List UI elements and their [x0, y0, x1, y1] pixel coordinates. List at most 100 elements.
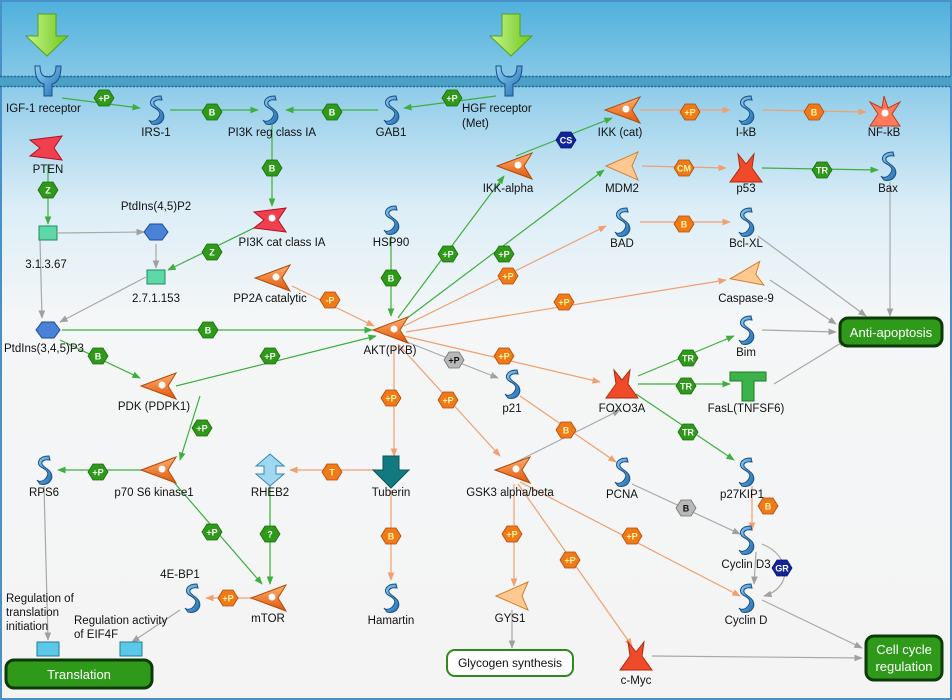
- enzyme-icon[interactable]: [494, 581, 529, 611]
- interaction-badge[interactable]: +P: [679, 103, 701, 121]
- transcription-factor-icon[interactable]: [729, 152, 763, 183]
- interaction-badge[interactable]: T: [321, 463, 343, 481]
- process-box[interactable]: [119, 641, 143, 657]
- outcome-translation[interactable]: Translation: [4, 658, 154, 690]
- enzyme-box[interactable]: [146, 269, 166, 285]
- interaction-badge[interactable]: B: [673, 215, 695, 233]
- interaction-badge[interactable]: B: [261, 159, 283, 177]
- phosphatase-icon[interactable]: [252, 207, 288, 233]
- protein-icon[interactable]: [738, 457, 755, 487]
- kinase-icon[interactable]: [371, 316, 410, 344]
- interaction-badge[interactable]: TR: [811, 161, 833, 179]
- outcome-anti-apoptosis[interactable]: Anti-apoptosis: [838, 316, 944, 348]
- transcription-factor-icon[interactable]: [619, 640, 653, 671]
- kinase-icon[interactable]: [493, 456, 532, 484]
- interaction-badge[interactable]: TR: [675, 377, 697, 395]
- outcome-glycogen-synthesis[interactable]: Glycogen synthesis: [446, 649, 574, 677]
- enzyme-box[interactable]: [38, 225, 58, 241]
- transcription-factor-icon[interactable]: [605, 368, 639, 399]
- interaction-badge[interactable]: +P: [217, 589, 239, 607]
- outcome-cell-cycle-regulation[interactable]: Cell cycle regulation: [864, 634, 944, 682]
- interaction-badge[interactable]: +P: [559, 551, 581, 569]
- interaction-badge[interactable]: B: [555, 421, 577, 439]
- ligand-icon[interactable]: [729, 371, 767, 402]
- protein-icon[interactable]: [738, 95, 755, 125]
- interaction-badge[interactable]: ?: [259, 525, 281, 543]
- rheb2-icon[interactable]: [254, 453, 286, 487]
- kinase-icon[interactable]: [249, 584, 288, 612]
- interaction-badge[interactable]: B: [380, 269, 402, 287]
- interaction-badge[interactable]: +P: [87, 463, 109, 481]
- protein-icon[interactable]: [614, 207, 631, 237]
- svg-text:+P: +P: [385, 394, 396, 404]
- interaction-badge[interactable]: B: [197, 321, 219, 339]
- interaction-badge[interactable]: +P: [437, 245, 459, 263]
- enzyme-icon[interactable]: [728, 260, 766, 290]
- compound-icon[interactable]: [143, 223, 169, 241]
- svg-text:Anti-apoptosis: Anti-apoptosis: [850, 325, 933, 340]
- interaction-badge[interactable]: TR: [677, 349, 699, 367]
- protein-icon[interactable]: [738, 207, 755, 237]
- interaction-badge[interactable]: Z: [201, 243, 223, 261]
- label-hsp90: HSP90: [373, 237, 409, 249]
- interaction-badge[interactable]: +P: [201, 523, 223, 541]
- protein-icon[interactable]: [614, 457, 631, 487]
- interaction-badge[interactable]: CS: [555, 131, 577, 149]
- kinase-icon[interactable]: [603, 96, 642, 124]
- interaction-badge[interactable]: +P: [437, 391, 459, 409]
- kinase-icon[interactable]: [253, 264, 292, 292]
- protein-icon[interactable]: [383, 583, 400, 613]
- interaction-badge[interactable]: +P: [93, 89, 115, 107]
- label-reg-eif4f-2: of EIF4F: [74, 629, 118, 641]
- kinase-icon[interactable]: [139, 456, 178, 484]
- interaction-badge[interactable]: Z: [37, 181, 59, 199]
- protein-icon[interactable]: [383, 205, 400, 235]
- interaction-badge[interactable]: -P: [319, 291, 341, 309]
- interaction-badge[interactable]: +P: [191, 419, 213, 437]
- protein-icon[interactable]: [262, 95, 279, 125]
- interaction-badge[interactable]: B: [87, 347, 109, 365]
- interaction-badge[interactable]: +P: [553, 293, 575, 311]
- interaction-badge[interactable]: CM: [673, 159, 695, 177]
- interaction-badge[interactable]: +P: [493, 245, 515, 263]
- interaction-badge[interactable]: B: [675, 499, 697, 517]
- protein-icon[interactable]: [738, 525, 755, 555]
- interaction-badge[interactable]: +P: [621, 527, 643, 545]
- interaction-badge[interactable]: +P: [259, 347, 281, 365]
- protein-icon[interactable]: [148, 95, 165, 125]
- phosphatase-icon[interactable]: [28, 135, 64, 161]
- svg-text:B: B: [388, 274, 395, 284]
- kinase-icon[interactable]: [495, 152, 534, 180]
- protein-icon[interactable]: [504, 369, 521, 399]
- tuberin-icon[interactable]: [371, 455, 411, 489]
- protein-icon[interactable]: [738, 315, 755, 345]
- protein-icon[interactable]: [184, 583, 201, 613]
- interaction-badge[interactable]: B: [201, 103, 223, 121]
- interaction-badge[interactable]: +P: [493, 347, 515, 365]
- process-box[interactable]: [36, 641, 60, 657]
- protein-icon[interactable]: [738, 583, 755, 613]
- interaction-badge[interactable]: +P: [380, 389, 402, 407]
- receptor-icon[interactable]: [34, 65, 62, 97]
- enzyme-icon[interactable]: [604, 151, 639, 181]
- interaction-badge[interactable]: B: [757, 497, 779, 515]
- interaction-badge[interactable]: B: [380, 527, 402, 545]
- kinase-icon[interactable]: [139, 372, 178, 400]
- svg-text:+P: +P: [498, 250, 509, 260]
- label-pp2a: PP2A catalytic: [233, 293, 307, 305]
- interaction-badge[interactable]: +P: [497, 267, 519, 285]
- interaction-badge[interactable]: TR: [677, 423, 699, 441]
- receptor-icon[interactable]: [495, 65, 523, 97]
- interaction-badge[interactable]: B: [321, 103, 343, 121]
- interaction-badge[interactable]: +P: [441, 89, 463, 107]
- protein-icon[interactable]: [880, 151, 897, 181]
- interaction-badge[interactable]: +P: [501, 525, 523, 543]
- compound-icon[interactable]: [35, 321, 61, 339]
- interaction-badge[interactable]: +P: [443, 351, 465, 369]
- cell-membrane: [0, 75, 952, 88]
- protein-icon[interactable]: [383, 95, 400, 125]
- protein-icon[interactable]: [36, 455, 53, 485]
- interaction-badge[interactable]: B: [803, 103, 825, 121]
- interaction-badge[interactable]: GR: [771, 559, 793, 577]
- transcription-factor-icon[interactable]: [868, 95, 902, 127]
